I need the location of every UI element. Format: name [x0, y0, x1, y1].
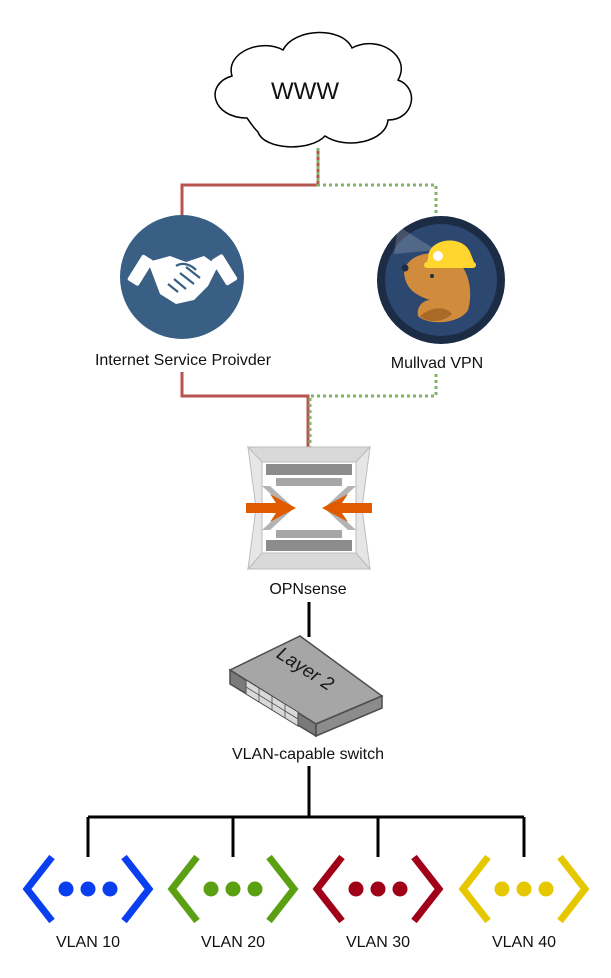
internet-cloud: WWW	[214, 31, 413, 148]
firewall-node: OPNsense	[246, 445, 372, 598]
switch-label: VLAN-capable switch	[232, 746, 384, 763]
isp-label: Internet Service Proivder	[95, 352, 272, 369]
vlan-10: VLAN 10	[22, 854, 154, 951]
connections	[86, 148, 526, 857]
switch-node: Layer 2 VLAN-capable switch	[228, 635, 384, 763]
vlan-20-icon	[167, 854, 299, 924]
isp-node: Internet Service Proivder	[95, 215, 272, 369]
link-isp-firewall	[180, 372, 310, 447]
mole-miner-icon	[394, 226, 476, 323]
firewall-label: OPNsense	[269, 581, 346, 598]
vlan-40: VLAN 40	[458, 854, 590, 951]
link-www-isp	[180, 148, 320, 218]
vlan-20: VLAN 20	[167, 854, 299, 951]
vlan-10-label: VLAN 10	[56, 934, 120, 951]
vlan-10-icon	[22, 854, 154, 924]
vlan-30-icon	[312, 854, 444, 924]
vlan-40-icon	[458, 854, 590, 924]
switch-icon: Layer 2	[228, 635, 384, 738]
cloud-icon	[214, 31, 413, 148]
vlan-40-label: VLAN 40	[492, 934, 556, 951]
vpn-label: Mullvad VPN	[391, 355, 483, 372]
vlan-30: VLAN 30	[312, 854, 444, 951]
link-www-vpn	[316, 148, 438, 216]
handshake-icon	[127, 254, 238, 304]
link-vpn-firewall	[308, 374, 438, 447]
vlan-30-label: VLAN 30	[346, 934, 410, 951]
vpn-node: Mullvad VPN	[377, 216, 505, 372]
firewall-icon	[246, 445, 372, 571]
internet-label: WWW	[271, 78, 339, 105]
vlan-20-label: VLAN 20	[201, 934, 265, 951]
